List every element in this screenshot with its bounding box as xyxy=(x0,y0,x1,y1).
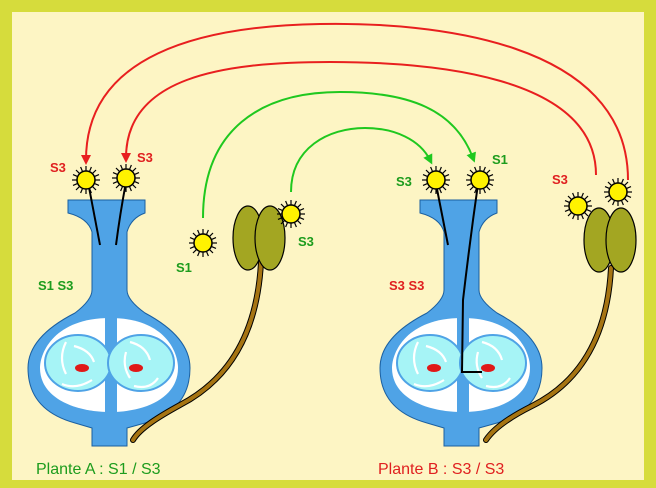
plant-b-stigma-label-s3: S3 xyxy=(396,174,412,189)
plant-a-ovule-left xyxy=(44,334,112,392)
plant-b xyxy=(379,165,637,447)
plant-a xyxy=(27,163,306,447)
arrow-incompatible-inner xyxy=(121,60,597,176)
plant-b-ovule-left xyxy=(396,334,464,392)
plant-a-stigma-pollen-1 xyxy=(71,165,101,195)
plant-a-anther-pollen-label-s3: S3 xyxy=(298,234,314,249)
plant-a-caption: Plante A : S1 / S3 xyxy=(36,461,161,478)
plant-b-stigma-label-s1: S1 xyxy=(492,152,508,167)
arrow-compatible-inner xyxy=(290,126,433,193)
plant-b-caption: Plante B : S3 / S3 xyxy=(378,461,504,478)
plant-a-genotype-label: S1 S3 xyxy=(38,278,73,293)
arrow-compatible-outer xyxy=(202,90,476,219)
plant-a-stigma-pollen-2 xyxy=(111,163,141,193)
plant-a-egg-right xyxy=(129,364,143,372)
plant-b-anther-pollen-1 xyxy=(563,191,593,221)
plant-b-stigma-pollen-s3 xyxy=(421,165,451,195)
plant-a-anther-right xyxy=(254,205,286,271)
plant-a-anther-pollen-s1 xyxy=(188,228,218,258)
plant-b-anther-right xyxy=(605,207,637,273)
plant-b-egg-right xyxy=(481,364,495,372)
plant-b-ovule-integuments xyxy=(412,340,511,389)
plant-b-anther-pollen-2 xyxy=(603,177,633,207)
plant-a-anther-pollen-s3 xyxy=(276,199,306,229)
plant-b-pollen-tube-growing xyxy=(460,183,482,373)
plant-a-stigma-label-2: S3 xyxy=(137,150,153,165)
plant-a-anther-pollen-label-s1: S1 xyxy=(176,260,192,275)
plant-a-ovule-integuments xyxy=(60,340,159,389)
plant-a-egg-left xyxy=(75,364,89,372)
plant-b-egg-left xyxy=(427,364,441,372)
arrow-incompatible-outer xyxy=(81,22,629,181)
plant-b-ovule-right xyxy=(459,334,527,392)
plant-b-anther-pollen-label: S3 xyxy=(552,172,568,187)
plant-b-genotype-label: S3 S3 xyxy=(389,278,424,293)
plant-b-stigma-pollen-s1 xyxy=(465,165,495,195)
plant-a-stigma-label-1: S3 xyxy=(50,160,66,175)
plant-a-ovule-right xyxy=(107,334,175,392)
